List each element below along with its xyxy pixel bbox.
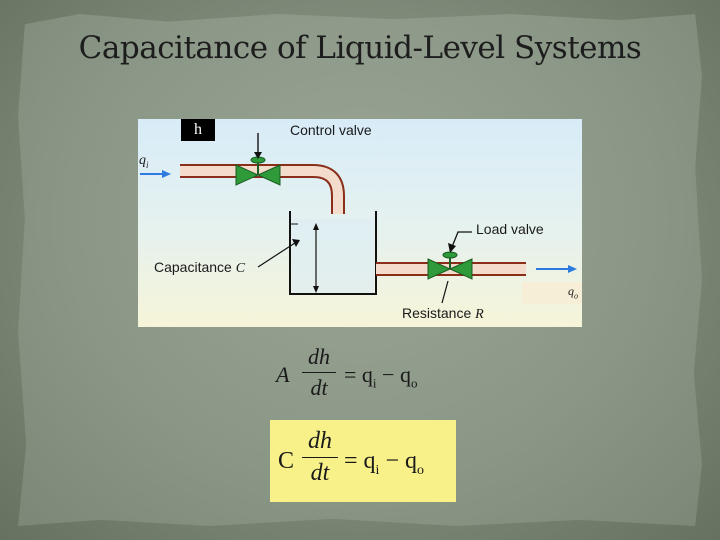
capacitance-label: Capacitance C (154, 259, 246, 276)
inflow-label: qi (139, 153, 149, 170)
eq1-rhs: = qi − qo (344, 362, 418, 391)
liquid-level-diagram: Control valve qi Load valve Capacitance … (138, 119, 582, 327)
height-dimension (313, 223, 319, 293)
resistance-label: Resistance R (402, 305, 484, 322)
diagram-graphics (140, 133, 577, 304)
load-valve-icon (427, 251, 473, 280)
eq2-rhs: = qi − qo (344, 448, 424, 478)
eq1-fraction: dh dt (302, 344, 336, 401)
eq2-coefficient: C (278, 448, 295, 474)
control-valve-icon (235, 156, 281, 186)
tank (289, 211, 377, 295)
eq2-denominator: dt (310, 460, 330, 487)
equation-area-form: A dh dt = qi − qo (276, 340, 466, 410)
eq1-denominator: dt (310, 375, 328, 401)
eq1-numerator: dh (308, 344, 330, 369)
inflow-arrow (140, 170, 171, 178)
load-valve-label: Load valve (476, 221, 544, 237)
height-label: h (181, 119, 215, 141)
control-valve-label: Control valve (290, 122, 372, 138)
outflow-label: qo (568, 284, 578, 301)
capacitance-pointer (257, 240, 299, 268)
resistance-pointer (441, 280, 449, 304)
slide-title: Capacitance of Liquid-Level Systems (78, 30, 642, 66)
equation-capacitance-form: C dh dt = qi − qo (276, 426, 456, 496)
eq2-numerator: dh (308, 428, 332, 454)
inlet-pipe (180, 164, 345, 214)
outflow-label-mask (522, 282, 582, 304)
eq1-coefficient: A (276, 362, 290, 387)
load-valve-pointer (451, 231, 472, 248)
eq2-fraction: dh dt (302, 428, 338, 487)
outflow-arrow (536, 265, 577, 273)
equation-highlight-box (270, 420, 456, 502)
